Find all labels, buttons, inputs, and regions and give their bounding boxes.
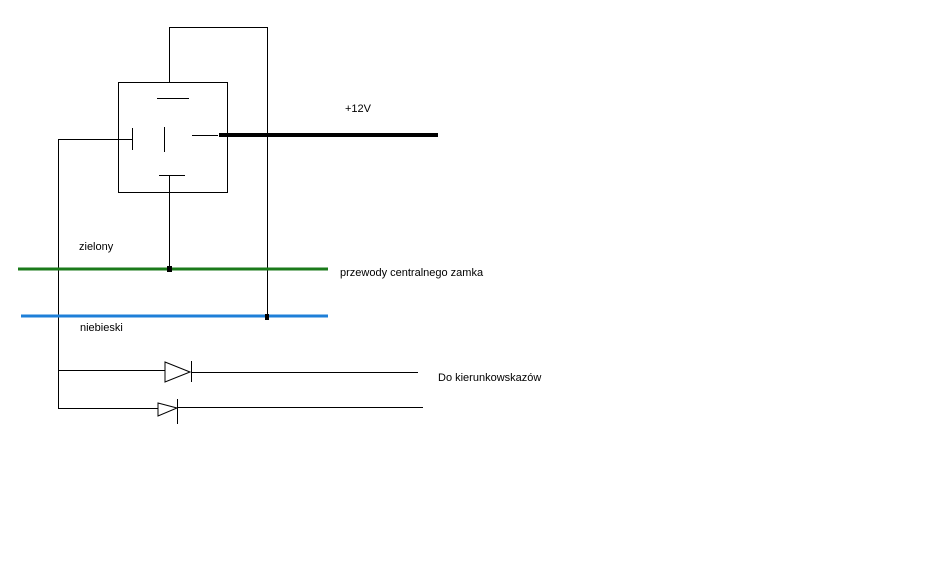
central-lock-label: przewody centralnego zamka <box>340 267 484 279</box>
diode-1-icon <box>164 361 192 383</box>
diode-2-icon <box>157 402 179 417</box>
turn-signals-label: Do kierunkowskazów <box>438 372 542 384</box>
supply-label: +12V <box>345 103 371 115</box>
relay-loop-wire <box>169 27 268 318</box>
left-wire <box>58 139 158 409</box>
junction-blue <box>265 314 269 320</box>
blue-wire-label: niebieski <box>80 322 123 334</box>
junction-green <box>167 266 172 272</box>
relay-box <box>118 82 228 193</box>
green-wire-label: zielony <box>79 241 114 253</box>
